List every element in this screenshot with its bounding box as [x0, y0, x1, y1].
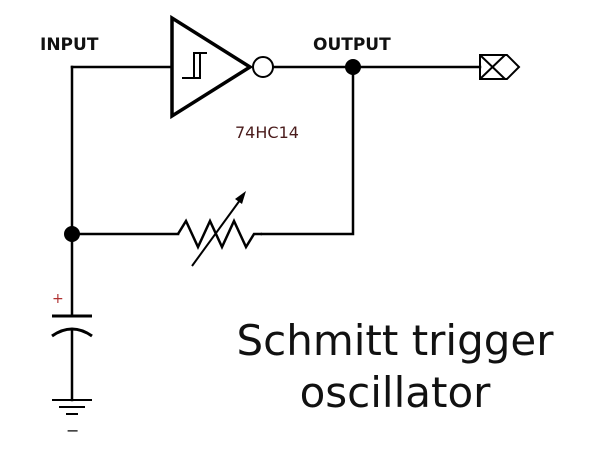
- feedback-wire-right: [260, 65, 355, 236]
- ground-minus-label: −: [66, 421, 79, 440]
- adjust-arrow-shaft: [191, 195, 244, 267]
- diagram-title-line1: Schmitt trigger: [236, 316, 554, 365]
- input-junction: [64, 226, 80, 242]
- input-label: INPUT: [40, 35, 99, 55]
- inverter-bubble: [252, 56, 274, 78]
- output-junction: [345, 59, 361, 75]
- output-label: OUTPUT: [313, 35, 391, 55]
- schmitt-inverter-icon: [170, 14, 274, 120]
- part-number-label: 74HC14: [235, 123, 299, 142]
- capacitor-plus-label: +: [52, 291, 64, 307]
- hysteresis-symbol-inner: [188, 53, 201, 79]
- adjust-arrow-head: [235, 191, 246, 204]
- diagram-title-line2: oscillator: [300, 368, 492, 417]
- wires: [70, 65, 482, 402]
- output-port-icon: [479, 54, 521, 80]
- variable-resistor-icon: [176, 191, 262, 267]
- ground-icon: [52, 399, 92, 415]
- polarized-capacitor-icon: [51, 314, 93, 338]
